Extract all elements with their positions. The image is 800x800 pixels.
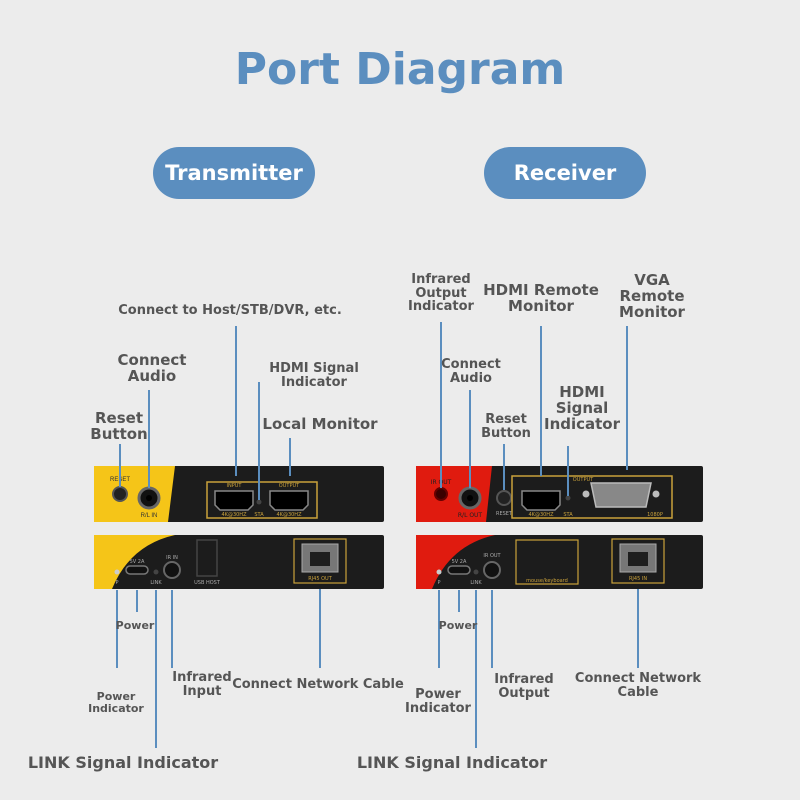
rx-label-link-signal: LINK Signal Indicator <box>356 753 548 772</box>
receiver-leader-lines <box>438 322 639 748</box>
hdmi-output-port <box>269 490 309 511</box>
tx-label-hdmi-signal: HDMI Signal Indicator <box>269 361 359 390</box>
reset-button-icon <box>112 486 128 502</box>
tx-label-connect-host: Connect to Host/STB/DVR, etc. <box>118 303 342 318</box>
svg-text:IR OUT: IR OUT <box>483 553 501 559</box>
receiver-heading: Receiver <box>484 147 646 199</box>
rx-label-connect-audio: Connect Audio <box>441 357 501 386</box>
tx-label-local-monitor: Local Monitor <box>262 415 378 433</box>
hdmi-led <box>256 499 262 505</box>
link-led <box>153 569 159 575</box>
svg-text:4K@30HZ: 4K@30HZ <box>221 512 247 518</box>
rx-label-power-indicator: Power Indicator <box>405 687 471 716</box>
svg-text:RESET: RESET <box>496 511 513 517</box>
tx-label-link-signal: LINK Signal Indicator <box>27 753 219 772</box>
rx-label-connect-network: Connect Network Cable <box>574 671 702 700</box>
hdmi-led <box>565 495 571 501</box>
rx-label-hdmi-remote: HDMI Remote Monitor <box>483 281 599 315</box>
ir-out-jack <box>483 561 501 579</box>
svg-text:IR IN: IR IN <box>166 555 178 561</box>
rx-label-reset-button: Reset Button <box>481 412 531 441</box>
ir-out-led <box>434 487 448 501</box>
receiver-front-panel: IR OUT R/L OUT RESET OUTPUT 4K@30HZ STA … <box>416 466 703 522</box>
usb-c-power-port <box>447 565 471 575</box>
svg-text:STA: STA <box>254 512 264 518</box>
svg-text:STA: STA <box>563 512 573 518</box>
svg-text:RJ45 OUT: RJ45 OUT <box>308 576 332 582</box>
svg-text:OUTPUT: OUTPUT <box>573 477 594 483</box>
usb-host-port <box>196 539 218 577</box>
rx-label-infrared-output: Infrared Output <box>494 672 554 701</box>
tx-label-connect-network: Connect Network Cable <box>232 677 404 692</box>
receiver-rear-panel: 5V 2A IR OUT P LINK mouse/keyboard RJ45 … <box>416 535 703 589</box>
ir-in-jack <box>163 561 181 579</box>
page-title: Port Diagram <box>234 44 566 95</box>
svg-text:R/L IN: R/L IN <box>141 513 158 519</box>
tx-label-reset-button: Reset Button <box>90 409 148 443</box>
tx-label-infrared-input: Infrared Input <box>172 670 232 699</box>
svg-text:5V 2A: 5V 2A <box>452 559 467 565</box>
rx-label-ir-output-indicator: Infrared Output Indicator <box>408 272 474 315</box>
hdmi-input-port <box>214 490 254 511</box>
svg-text:LINK: LINK <box>150 580 162 586</box>
transmitter-rear-panel: 5V 2A IR IN P LINK USB HOST RJ45 OUT <box>94 535 384 589</box>
svg-text:LINK: LINK <box>470 580 482 586</box>
transmitter-front-panel: RESET R/L IN INPUT OUTPUT 4K@30HZ STA 4K… <box>94 466 384 522</box>
svg-text:INPUT: INPUT <box>227 483 243 489</box>
svg-text:4K@30HZ: 4K@30HZ <box>528 512 554 518</box>
svg-text:RJ45 IN: RJ45 IN <box>629 576 647 582</box>
svg-text:4K@30HZ: 4K@30HZ <box>276 512 302 518</box>
svg-text:R/L OUT: R/L OUT <box>458 512 483 519</box>
svg-text:OUTPUT: OUTPUT <box>279 483 300 489</box>
rx-label-vga-remote: VGA Remote Monitor <box>619 271 685 321</box>
transmitter-heading: Transmitter <box>153 147 315 199</box>
usb-c-power-port <box>125 565 149 575</box>
link-led <box>473 569 479 575</box>
svg-text:mouse/keyboard: mouse/keyboard <box>526 578 568 584</box>
svg-text:P: P <box>437 580 440 586</box>
svg-text:5V 2A: 5V 2A <box>130 559 145 565</box>
tx-label-connect-audio: Connect Audio <box>117 351 187 385</box>
tx-label-power-indicator: Power Indicator <box>88 690 144 715</box>
transmitter-leader-lines <box>116 326 321 748</box>
rx-label-power: Power <box>438 619 478 632</box>
rx-label-hdmi-signal: HDMI Signal Indicator <box>543 383 621 433</box>
vga-port <box>590 482 652 508</box>
svg-text:P: P <box>115 580 118 586</box>
reset-button-icon <box>496 490 512 506</box>
hdmi-output-port <box>521 490 561 511</box>
svg-text:1080P: 1080P <box>647 512 663 518</box>
power-led <box>436 569 442 575</box>
mouse-keyboard-port <box>515 539 579 585</box>
tx-label-power: Power <box>115 619 155 632</box>
svg-text:USB HOST: USB HOST <box>194 580 221 586</box>
power-led <box>114 569 120 575</box>
